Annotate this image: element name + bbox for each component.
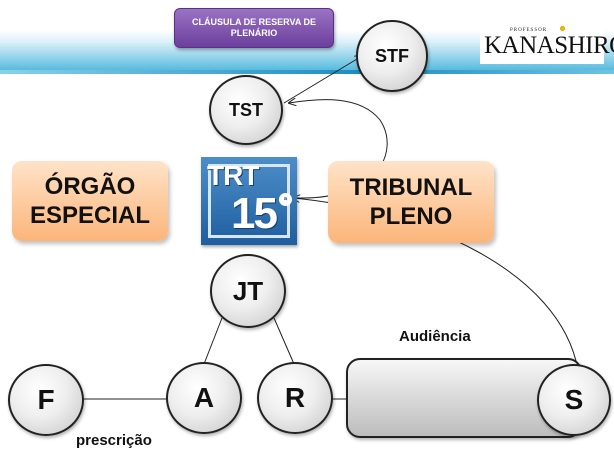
- trt15-logo-number: 15: [231, 189, 278, 238]
- node-s-label: S: [564, 384, 584, 415]
- node-s: S: [537, 364, 611, 436]
- node-tst-label: TST: [229, 99, 263, 120]
- node-r-label: R: [284, 382, 306, 413]
- trt15-logo-superscript: ª: [279, 193, 292, 206]
- audiencia-label: Audiência: [399, 328, 471, 345]
- title-text: CLÁUSULA DE RESERVA DE PLENÁRIO: [191, 17, 316, 38]
- node-f-label: F: [37, 384, 55, 415]
- node-stf-label: STF: [375, 45, 409, 66]
- logo-small-text: PROFESSOR: [510, 28, 548, 33]
- trt15-logo: TRT 15 ª: [201, 157, 297, 245]
- node-jt: JT: [210, 254, 286, 328]
- node-jt-label: JT: [232, 275, 264, 306]
- box-tribunal-pleno-label: TRIBUNAL PLENO: [349, 174, 473, 230]
- box-orgao-especial-label: ÓRGÃO ESPECIAL: [29, 173, 151, 229]
- edge-jt-r: [273, 317, 295, 365]
- trt15-logo-top: TRT: [207, 160, 259, 191]
- box-orgao-especial: ÓRGÃO ESPECIAL: [12, 161, 168, 241]
- prescricao-label: prescrição: [76, 432, 152, 449]
- node-tst: TST: [209, 75, 283, 145]
- edge-tst-stf: [283, 56, 362, 104]
- node-stf: STF: [356, 20, 428, 92]
- header-band-line: [0, 70, 614, 74]
- box-tribunal-pleno: TRIBUNAL PLENO: [328, 161, 494, 243]
- node-a: A: [166, 362, 242, 434]
- logo-name: KANASHIRO: [484, 32, 614, 59]
- edge-jt-a: [203, 317, 223, 365]
- node-r: R: [257, 362, 333, 434]
- logo-dot-icon: [560, 26, 565, 31]
- node-f: F: [8, 364, 84, 436]
- kanashiro-logo: PROFESSOR KANASHIRO: [480, 20, 614, 64]
- audiencia-bar: [346, 358, 582, 438]
- node-a-label: A: [193, 382, 215, 413]
- title-box: CLÁUSULA DE RESERVA DE PLENÁRIO: [174, 8, 334, 48]
